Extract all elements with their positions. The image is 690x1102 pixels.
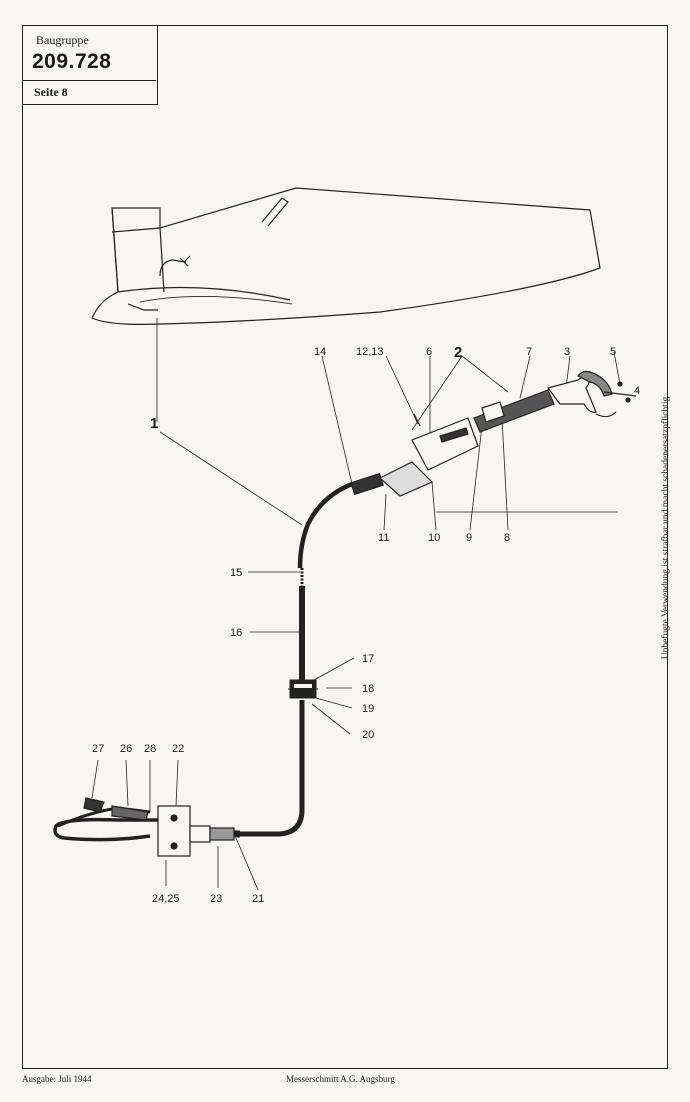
label-part-10: 10: [428, 532, 440, 544]
label-part-18: 18: [362, 683, 374, 695]
label-part-5: 5: [610, 346, 616, 358]
part-labels: 1 2 3 4 5 6 7 8 9 10 11 12,13 14 15 16 1…: [92, 344, 640, 905]
label-part-6: 6: [426, 346, 432, 358]
label-part-14: 14: [314, 346, 326, 358]
label-part-23: 23: [210, 893, 222, 905]
title-divider: [22, 80, 156, 81]
label-part-17: 17: [362, 653, 374, 665]
cable-assembly: [53, 481, 353, 842]
label-part-2: 2: [454, 344, 462, 361]
label-part-7: 7: [526, 346, 532, 358]
label-part-4: 4: [634, 385, 640, 397]
label-part-27: 27: [92, 743, 104, 755]
page-label: Seite 8: [34, 85, 68, 99]
aircraft-outline: [91, 187, 601, 325]
label-part-19: 19: [362, 703, 374, 715]
company-footer: Messerschmitt A.G. Augsburg: [286, 1074, 395, 1084]
label-part-21: 21: [252, 893, 264, 905]
handle-assembly: [350, 370, 637, 497]
label-part-26: 26: [120, 743, 132, 755]
label-part-12-13: 12,13: [356, 346, 384, 358]
label-part-8: 8: [504, 532, 510, 544]
group-label: Baugruppe: [36, 33, 89, 47]
label-part-24-25: 24,25: [152, 893, 180, 905]
group-number: 209.728: [32, 50, 112, 73]
drawing-frame: [22, 25, 668, 1069]
label-part-16: 16: [230, 627, 242, 639]
copyright-notice: Unbefugte Verwendung ist strafbar und ma…: [661, 396, 671, 660]
label-part-9: 9: [466, 532, 472, 544]
label-part-20: 20: [362, 729, 374, 741]
stop-block: [288, 679, 318, 699]
title-block: Baugruppe 209.728 Seite 8: [22, 25, 158, 105]
label-part-22: 22: [172, 743, 184, 755]
label-part-15: 15: [230, 567, 242, 579]
edition-footer: Ausgabe: Juli 1944: [22, 1074, 92, 1084]
label-part-28: 28: [144, 743, 156, 755]
label-part-11: 11: [378, 532, 389, 544]
label-part-3: 3: [564, 346, 570, 358]
end-fitting: [83, 797, 235, 857]
leader-lines: [91, 318, 621, 891]
label-part-1: 1: [150, 415, 158, 432]
